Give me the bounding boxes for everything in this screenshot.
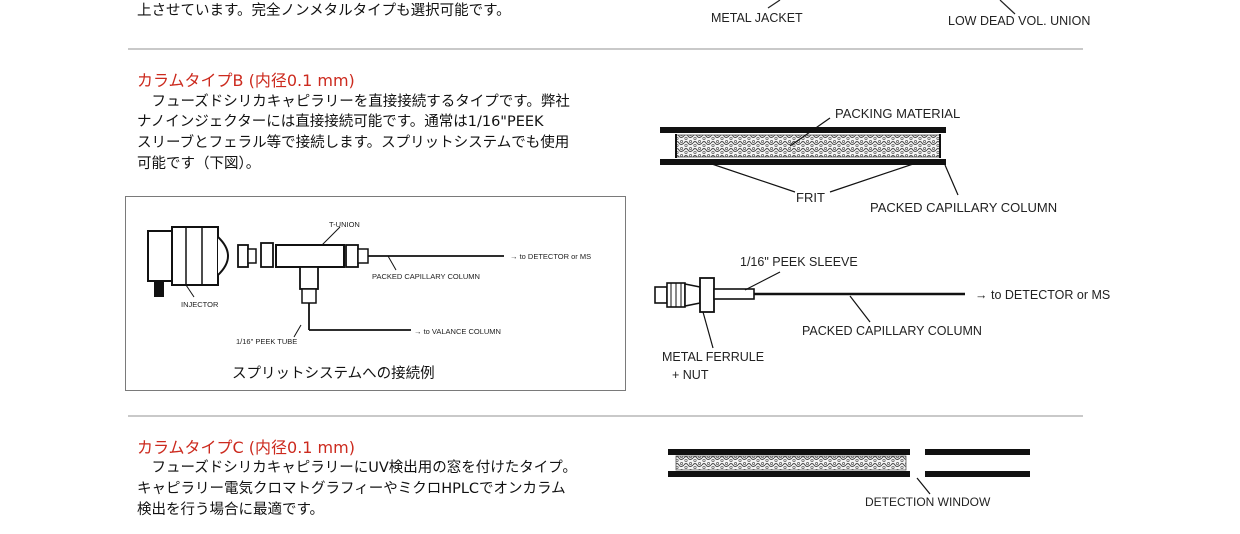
frit-label: FRIT xyxy=(796,190,825,205)
sleeve-packed-column-label: PACKED CAPILLARY COLUMN xyxy=(802,324,982,338)
divider-bottom xyxy=(128,415,1083,417)
top-text-line: 上させています。完全ノンメタルタイプも選択可能です。 xyxy=(137,3,511,19)
packed-column-label: PACKED CAPILLARY COLUMN xyxy=(870,200,1057,215)
section-b-line-4: 可能です（下図）。 xyxy=(137,156,261,172)
t-union-label: T-UNION xyxy=(329,220,360,229)
detection-window-label: DETECTION WINDOW xyxy=(865,495,991,509)
split-system-drawing: T-UNION → to DETECTOR or MS PACKED CAPIL… xyxy=(147,220,591,346)
section-b-line-3: スリーブとフェラル等で接続します。スプリットシステムでも使用 xyxy=(137,135,570,151)
split-to-detector-label: → to DETECTOR or MS xyxy=(510,252,591,261)
split-system-caption: スプリットシステムへの接続例 xyxy=(232,366,435,382)
section-b-heading: カラムタイプB (内径0.1 mm) xyxy=(137,71,355,90)
sleeve-to-detector-label: → to DETECTOR or MS xyxy=(975,288,1110,302)
metal-ferrule-label: METAL FERRULE xyxy=(662,350,764,364)
section-c-line-3: 検出を行う場合に最適です。 xyxy=(137,502,325,518)
top-diagram-labels: METAL JACKET LOW DEAD VOL. UNION xyxy=(711,0,1090,28)
split-packed-column-label: PACKED CAPILLARY COLUMN xyxy=(372,272,480,281)
low-dead-union-label: LOW DEAD VOL. UNION xyxy=(948,14,1090,28)
metal-jacket-label: METAL JACKET xyxy=(711,11,803,25)
divider-top xyxy=(128,48,1083,50)
nut-label: + NUT xyxy=(672,368,709,382)
section-c-heading: カラムタイプC (内径0.1 mm) xyxy=(137,438,355,457)
section-c-line-2: キャピラリー電気クロマトグラフィーやミクロHPLCでオンカラム xyxy=(137,481,566,497)
section-b-line-1: フューズドシリカキャピラリーを直接接続するタイプです。弊社 xyxy=(137,94,570,110)
section-b-line-2: ナノインジェクターには直接接続可能です。通常は1/16"PEEK xyxy=(137,114,544,130)
peek-sleeve-label: 1/16" PEEK SLEEVE xyxy=(740,255,858,269)
injector-label: INJECTOR xyxy=(181,300,219,309)
to-valance-label: → to VALANCE COLUMN xyxy=(414,327,501,336)
section-c-line-1: フューズドシリカキャピラリーにUV検出用の窓を付けたタイプ。 xyxy=(137,460,577,476)
peek-tube-label: 1/16" PEEK TUBE xyxy=(236,337,297,346)
split-system-figure: T-UNION → to DETECTOR or MS PACKED CAPIL… xyxy=(125,196,626,391)
packing-material-label: PACKING MATERIAL xyxy=(835,106,960,121)
